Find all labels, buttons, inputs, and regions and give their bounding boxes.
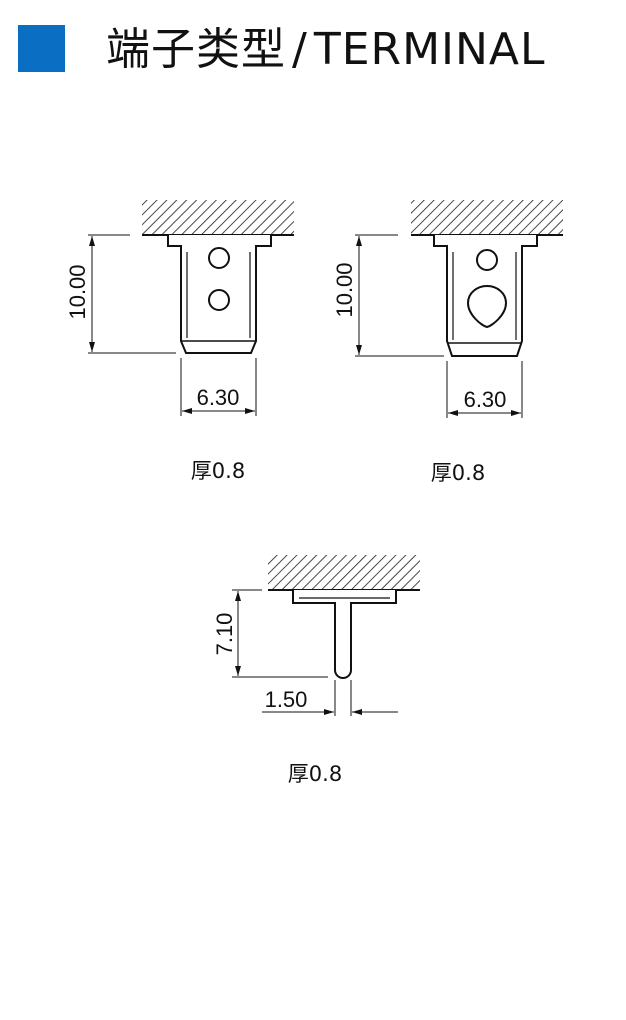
height-dimension-label: 10.00 (332, 262, 357, 317)
terminal-body (167, 235, 272, 354)
mounting-block-hatch (411, 200, 563, 235)
width-dimension-label: 6.30 (197, 385, 240, 410)
terminal-3-drawing: 7.10 1.50 厚0.8 (212, 555, 420, 786)
title-separator: / (292, 24, 308, 75)
hole-circle (476, 249, 498, 271)
title-chinese: 端子类型 (106, 24, 286, 75)
keyhole-hole (466, 284, 508, 329)
width-dimension-label: 6.30 (464, 387, 507, 412)
page-header: 端子类型/TERMINAL (0, 0, 626, 100)
brand-square (18, 25, 65, 72)
thickness-label: 厚0.8 (288, 762, 342, 786)
terminal-1-drawing: 10.00 6.30 厚0.8 (65, 200, 294, 483)
hole-circle (208, 289, 230, 311)
width-dimension-label: 1.50 (265, 687, 308, 712)
mounting-block-hatch (268, 555, 420, 590)
hole-circle (208, 247, 230, 269)
page-title: 端子类型/TERMINAL (106, 22, 546, 78)
thickness-label: 厚0.8 (191, 459, 245, 483)
pin-terminal-body (292, 590, 397, 679)
thickness-label: 厚0.8 (431, 461, 485, 485)
terminal-body (433, 235, 538, 357)
height-dimension-label: 10.00 (65, 264, 90, 319)
mounting-block-hatch (142, 200, 294, 235)
title-english: TERMINAL (313, 24, 546, 75)
height-dimension-label: 7.10 (212, 613, 237, 656)
terminal-2-drawing: 10.00 6.30 厚0.8 (332, 200, 563, 485)
